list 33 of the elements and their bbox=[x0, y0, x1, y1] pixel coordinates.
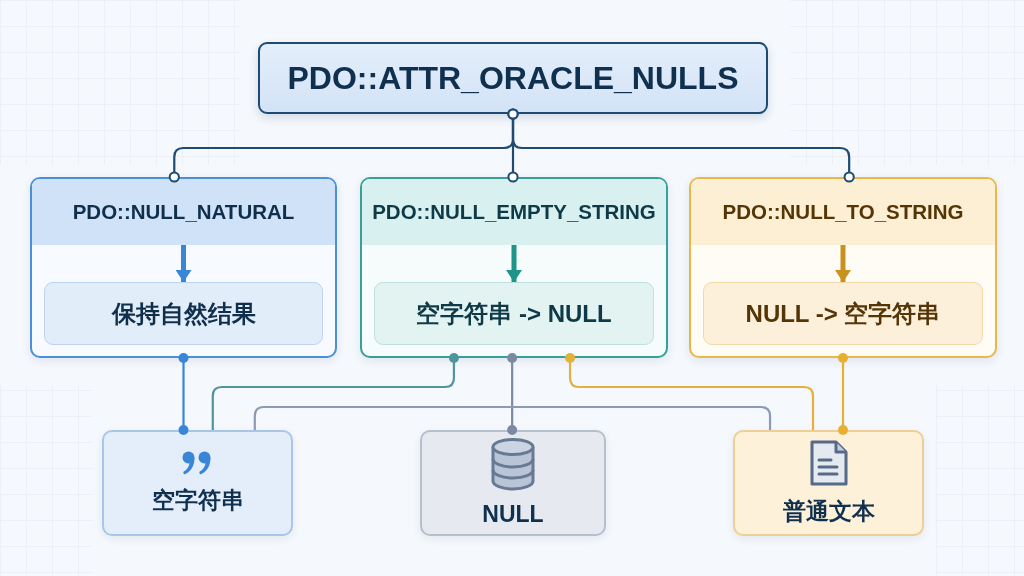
constant-name: PDO::NULL_EMPTY_STRING bbox=[372, 200, 656, 224]
result-text: 保持自然结果 bbox=[111, 298, 256, 329]
connector bbox=[253, 405, 772, 430]
connector bbox=[178, 353, 189, 435]
down-arrow bbox=[175, 245, 192, 282]
down-arrow bbox=[506, 245, 522, 282]
constant-name: PDO::ATTR_ORACLE_NULLS bbox=[287, 59, 739, 97]
result-text: NULL -> 空字符串 bbox=[745, 298, 941, 329]
connector bbox=[507, 108, 855, 183]
result-box bbox=[44, 282, 323, 345]
down-arrow bbox=[835, 245, 851, 282]
connector bbox=[211, 353, 459, 430]
result-box bbox=[374, 282, 654, 345]
connector bbox=[838, 353, 848, 435]
constant-name: PDO::NULL_TO_STRING bbox=[722, 200, 964, 224]
option-card bbox=[360, 177, 668, 358]
output-card bbox=[420, 430, 606, 536]
card-header bbox=[362, 179, 666, 245]
card-header bbox=[32, 179, 335, 245]
output-label: 普通文本 bbox=[782, 496, 875, 526]
result-box bbox=[703, 282, 983, 345]
output-card bbox=[733, 430, 924, 536]
output-label: NULL bbox=[482, 501, 544, 528]
constant-name: PDO::NULL_NATURAL bbox=[72, 200, 295, 224]
output-label: 空字符串 bbox=[151, 485, 244, 515]
connector bbox=[507, 353, 518, 435]
card-header bbox=[691, 179, 995, 245]
option-card bbox=[30, 177, 337, 358]
output-card bbox=[102, 430, 293, 536]
attribute-box bbox=[258, 42, 768, 114]
connector bbox=[565, 353, 815, 430]
option-card bbox=[689, 177, 997, 358]
result-text: 空字符串 -> NULL bbox=[416, 298, 612, 329]
